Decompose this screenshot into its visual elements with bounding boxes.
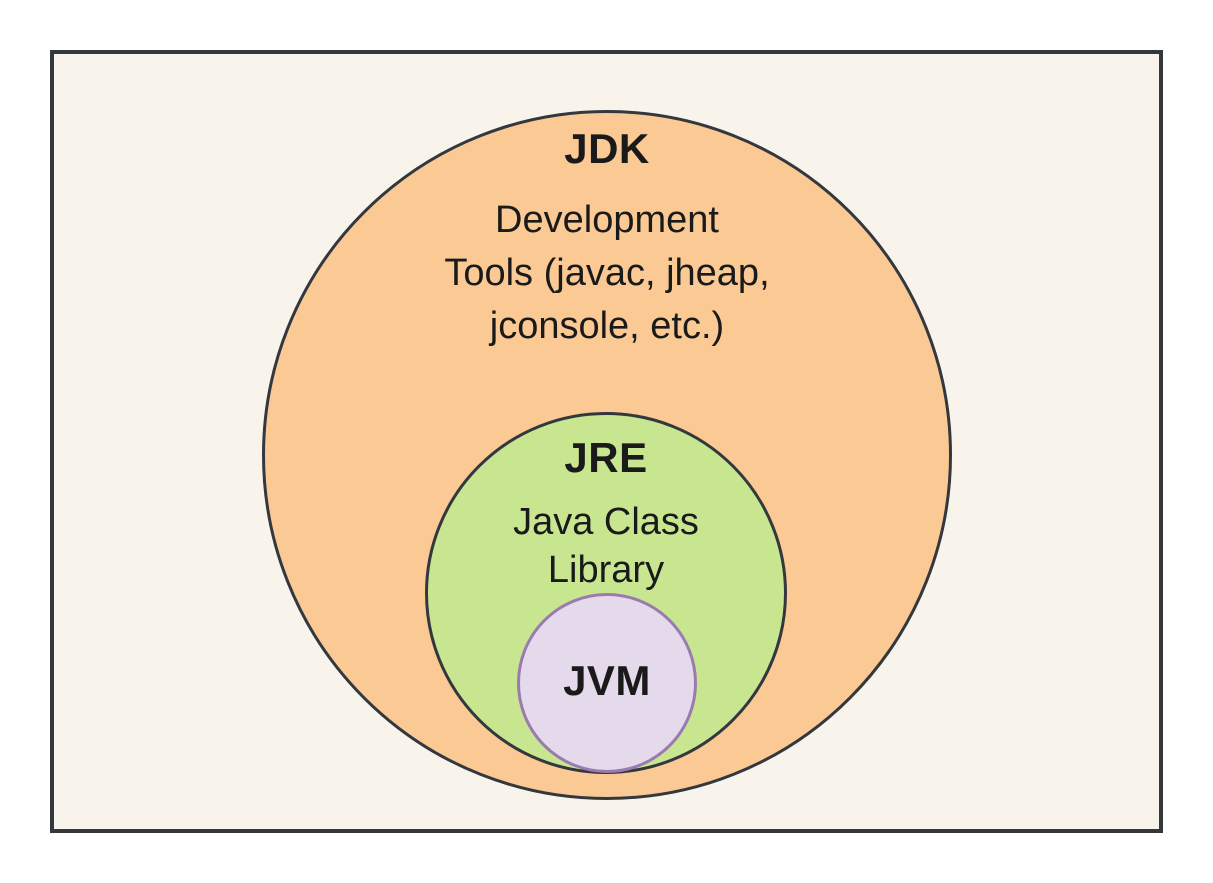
jvm-circle [517, 593, 697, 773]
jdk-description: Development Tools (javac, jheap, jconsol… [262, 194, 952, 353]
jre-description-line-1: Java Class [513, 501, 699, 543]
jdk-description-line-2: Tools (javac, jheap, [444, 252, 770, 294]
jre-label: JRE [564, 434, 648, 481]
jre-description: Java Class Library [425, 498, 787, 594]
jdk-description-line-1: Development [495, 199, 719, 241]
jdk-label: JDK [564, 125, 650, 172]
jre-description-line-2: Library [547, 549, 665, 591]
jvm-label: JVM [563, 657, 651, 704]
jdk-description-line-3: jconsole, etc.) [489, 305, 725, 347]
